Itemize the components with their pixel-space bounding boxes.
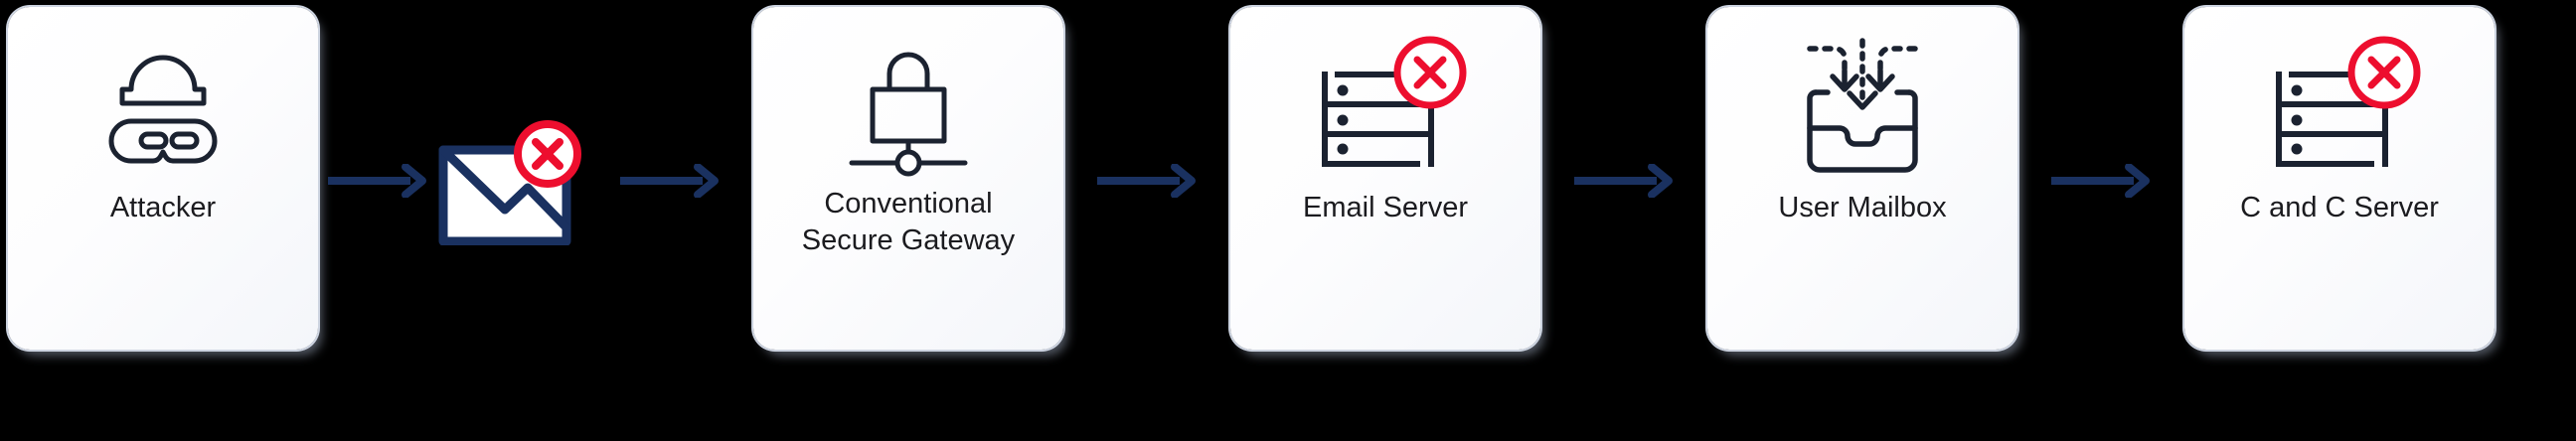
connector-mailbox-to-cc [2017, 7, 2184, 350]
server-rack-icon [2252, 31, 2427, 190]
node-label-email-server: Email Server [1303, 192, 1468, 223]
close-x-icon [532, 137, 564, 170]
inbox-tray-icon [1788, 31, 1937, 190]
node-attacker[interactable]: Attacker [8, 7, 318, 350]
node-c-and-c-server[interactable]: C and C Server [2184, 7, 2495, 350]
padlock-gateway-icon [834, 31, 983, 190]
arrow-right-icon [620, 163, 719, 198]
connector-attacker-to-email [318, 7, 437, 350]
server-rack-icon [1298, 31, 1473, 190]
node-label-user-mailbox: User Mailbox [1778, 192, 1947, 223]
node-malicious-email[interactable] [437, 7, 586, 350]
node-label-c-and-c-server: C and C Server [2240, 192, 2439, 223]
arrow-right-icon [328, 163, 426, 198]
server-status-dots [2291, 84, 2303, 155]
node-label-attacker: Attacker [109, 192, 217, 223]
connector-email-to-gateway [586, 7, 753, 350]
arrow-right-icon [2051, 163, 2150, 198]
connector-server-to-mailbox [1540, 7, 1707, 350]
server-status-dots [1337, 84, 1349, 155]
close-x-icon [1413, 56, 1447, 89]
attacker-mask-icon [93, 31, 233, 190]
node-user-mailbox[interactable]: User Mailbox [1707, 7, 2017, 350]
email-envelope-icon [438, 119, 581, 245]
connector-gateway-to-server [1063, 7, 1230, 350]
node-email-server[interactable]: Email Server [1230, 7, 1540, 350]
arrow-right-icon [1097, 163, 1196, 198]
close-x-icon [2367, 56, 2401, 89]
arrow-right-icon [1574, 163, 1673, 198]
node-conventional-secure-gateway[interactable]: Conventional Secure Gateway [753, 7, 1063, 350]
node-label-conventional-secure-gateway: Conventional Secure Gateway [801, 188, 1016, 257]
